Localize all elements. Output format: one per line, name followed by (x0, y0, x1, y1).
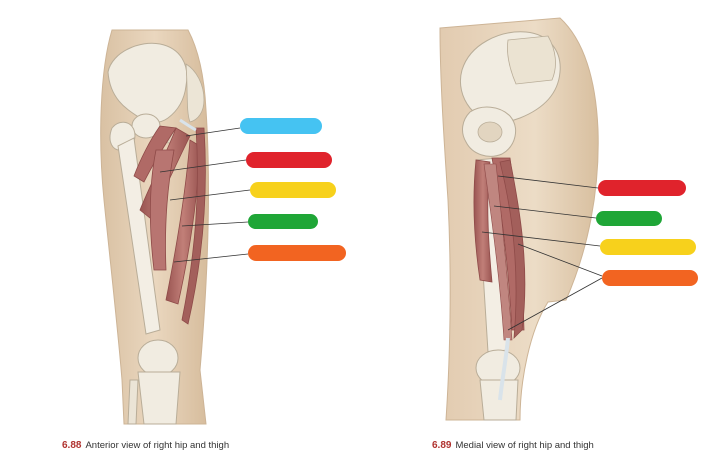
leader-line-yellow-medial (481, 231, 601, 247)
caption-text-medial: Medial view of right hip and thigh (455, 440, 594, 451)
leader-line-green-medial (493, 205, 597, 219)
leader-line-red-medial (497, 175, 599, 189)
leader-line-orange-medial-a (517, 243, 603, 277)
fibula (127, 379, 139, 425)
gracilis-muscle (181, 127, 206, 325)
obturator-foramen-medial (477, 121, 503, 143)
medial-view-figure (439, 17, 698, 421)
orange-label[interactable] (602, 270, 698, 286)
leader-line-red (159, 159, 247, 173)
sartorius-medial (483, 163, 513, 341)
orange-label[interactable] (248, 245, 346, 261)
yellow-label[interactable] (600, 239, 696, 255)
tendon-medial (498, 337, 510, 401)
yellow-label[interactable] (250, 182, 336, 198)
figure-number-anterior: 6.88 (62, 440, 82, 451)
femur-shaft (117, 137, 161, 335)
green-label[interactable] (248, 214, 318, 229)
tibia (137, 371, 181, 425)
leader-line-blue (185, 127, 241, 137)
leader-line-orange (173, 253, 249, 263)
tibia-medial (479, 379, 519, 421)
red-label[interactable] (598, 180, 686, 196)
tendon (179, 118, 197, 132)
sacrum-bone (185, 63, 205, 123)
leader-line-orange-medial-b (507, 277, 603, 331)
patella (137, 339, 179, 377)
red-label[interactable] (246, 152, 332, 168)
anterior-view-figure (100, 29, 346, 425)
leader-line-green (181, 221, 249, 227)
caption-text-anterior: Anterior view of right hip and thigh (85, 440, 230, 451)
green-label[interactable] (596, 211, 662, 226)
figure-number-medial: 6.89 (432, 440, 452, 451)
sacrum-medial (507, 35, 556, 85)
adductor-brevis-muscle (149, 149, 175, 271)
leader-line-yellow (169, 189, 251, 201)
gracilis-medial (499, 159, 526, 340)
blue-label[interactable] (240, 118, 322, 134)
